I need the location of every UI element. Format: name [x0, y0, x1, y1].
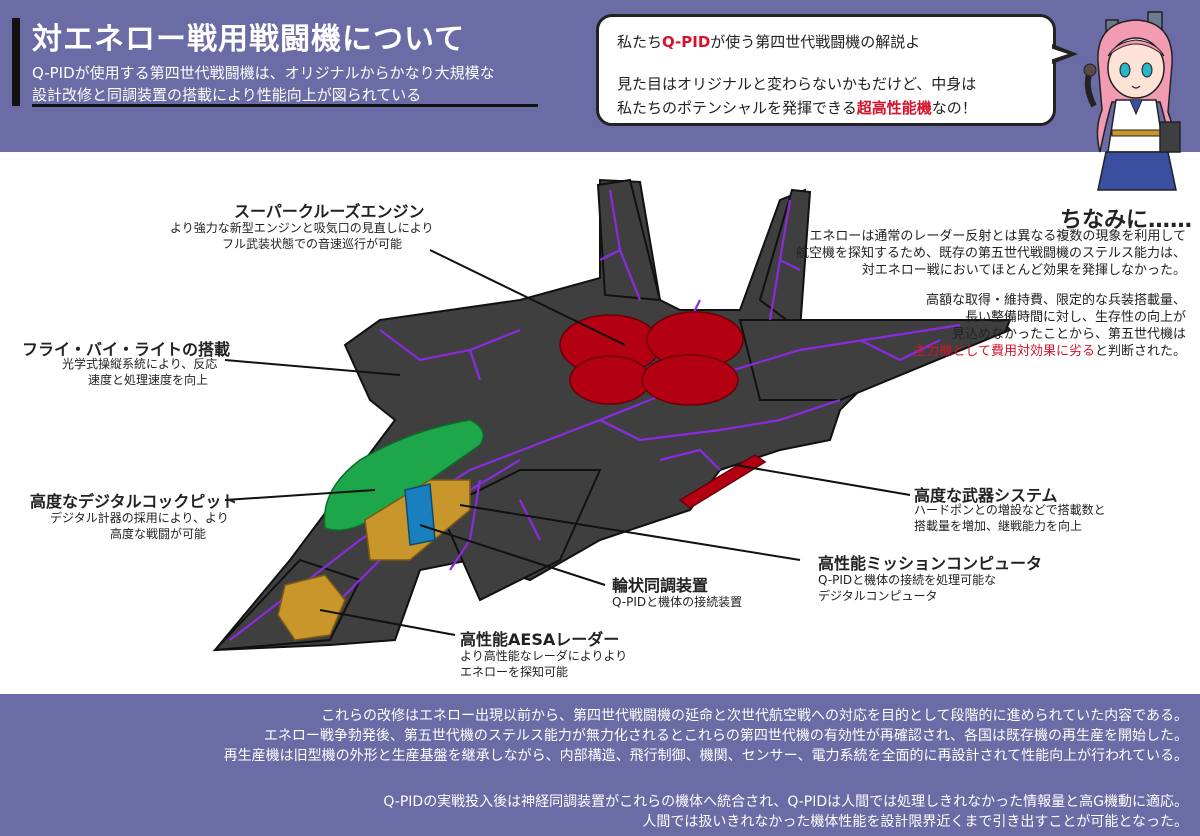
note-line: エネローは通常のレーダー反射とは異なる複数の現象を利用して — [809, 229, 1186, 244]
callout-cockpit-title: 高度なデジタルコックピット — [30, 492, 238, 511]
callout-fbw-desc-1: 光学式操縦系統により、反応 — [62, 357, 218, 371]
footer-line: 再生産機は旧型機の外形と生産基盤を継承しながら、内部構造、飛行制御、機関、センサ… — [223, 748, 1188, 764]
super-cruise-engine — [559, 311, 744, 406]
subtitle-line-2: 設計改修と同調装置の搭載により性能向上が図られている — [32, 86, 422, 104]
footer-band: これらの改修はエネロー出現以前から、第四世代戦闘機の延命と次世代航空戦への対応を… — [0, 694, 1200, 836]
callout-sync-desc-1: Q-PIDと機体の接続装置 — [612, 595, 743, 609]
callout-weapons-title: 高度な武器システム — [914, 486, 1058, 505]
callout-engine-title: スーパークルーズエンジン — [234, 202, 425, 221]
callout-engine-desc-2: フル武装状態での音速巡行が可能 — [222, 237, 403, 251]
cockpit-canopy — [323, 419, 485, 531]
note-line: 高額な取得・維持費、限定的な兵装搭載量、 — [925, 293, 1186, 308]
callout-computer-desc-2: デジタルコンピュータ — [818, 589, 938, 603]
callout-computer-title: 高性能ミッションコンピュータ — [818, 554, 1043, 573]
sync-device — [404, 483, 436, 546]
note-line: 対エネロー戦においてほとんど効果を発揮しなかった。 — [861, 263, 1186, 278]
speech-text: が使う第四世代戦闘機の解説よ — [710, 33, 921, 51]
callout-cockpit-desc-2: 高度な戦闘が可能 — [110, 527, 207, 541]
speech-highlight: 超高性能機 — [856, 99, 932, 117]
speech-line-3: 私たちのポテンシャルを発揮できる超高性能機なの！ — [617, 97, 977, 118]
note-highlight: 主力機として費用対効果に劣る — [913, 344, 1095, 359]
left-lower-wing — [438, 469, 602, 602]
footer-line: これらの改修はエネロー出現以前から、第四世代戦闘機の延命と次世代航空戦への対応を… — [320, 708, 1188, 724]
callout-computer-desc-1: Q-PIDと機体の接続を処理可能な — [818, 573, 997, 587]
callout-radar-desc-1: より高性能なレーダによりより — [460, 649, 628, 663]
note-title: ちなみに…… — [1060, 208, 1193, 233]
footer-paragraph-2: Q-PIDの実戦投入後は神経同調装置がこれらの機体へ統合され、Q-PIDは人間で… — [383, 792, 1188, 832]
speech-highlight: Q-PID — [662, 33, 711, 51]
weapon-pod — [678, 454, 767, 509]
title-block: 対エネロー戦用戦闘機について Q-PIDが使用する第四世代戦闘機は、オリジナルか… — [12, 14, 538, 107]
note-paragraph-2: 高額な取得・維持費、限定的な兵装搭載量、 長い整備時間に対し、生存性の向上が 見… — [913, 292, 1186, 360]
callout-radar-title: 高性能AESAレーダー — [460, 630, 620, 649]
speech-text: 私たちのポテンシャルを発揮できる — [617, 99, 857, 117]
title-underline — [32, 104, 538, 107]
aesa-radar — [277, 574, 346, 641]
callout-weapons-desc-2: 搭載量を増加、継戦能力を向上 — [914, 519, 1083, 533]
callout-fbw-title: フライ・バイ・ライトの搭載 — [22, 340, 231, 359]
footer-paragraph-1: これらの改修はエネロー出現以前から、第四世代戦闘機の延命と次世代航空戦への対応を… — [224, 706, 1188, 766]
footer-line: エネロー戦争勃発後、第五世代機のステルス能力が無力化されるとこれらの第四世代機の… — [263, 728, 1188, 744]
character-illustration — [1083, 11, 1181, 191]
callout-radar-desc-2: エネローを探知可能 — [460, 665, 569, 679]
callout-cockpit-desc-1: デジタル計器の採用により、より — [50, 511, 229, 525]
callout-leaders — [224, 249, 911, 636]
wiring-lines — [229, 189, 961, 641]
speech-line-2: 見た目はオリジナルと変わらないかもだけど、中身は — [617, 75, 977, 93]
footer-line: Q-PIDの実戦投入後は神経同調装置がこれらの機体へ統合され、Q-PIDは人間で… — [383, 794, 1188, 810]
footer-line: 人間では扱いきれなかった機体性能を設計限界近くまで引き出すことが可能となった。 — [642, 814, 1188, 830]
note-paragraph-1: エネローは通常のレーダー反射とは異なる複数の現象を利用して 航空機を探知するため… — [796, 228, 1186, 279]
speech-text: なの！ — [931, 99, 977, 117]
callout-weapons-desc-1: ハードポンとの増設などで搭載数と — [914, 503, 1106, 517]
note-text: と判断された。 — [1094, 344, 1186, 359]
speech-bubble: 私たちQ-PIDが使う第四世代戦闘機の解説よ 見た目はオリジナルと変わらないかも… — [596, 14, 1056, 126]
subtitle-line-1: Q-PIDが使用する第四世代戦闘機は、オリジナルからかなり大規模な — [32, 64, 495, 82]
page-title: 対エネロー戦用戦闘機について — [32, 22, 466, 57]
speech-bubble-tail-fill — [1050, 48, 1068, 60]
speech-line-1: 私たちQ-PIDが使う第四世代戦闘機の解説よ — [617, 31, 920, 52]
note-line: 航空機を探知するため、既存の第五世代戦闘機のステルス能力は、 — [795, 246, 1186, 261]
note-line: 長い整備時間に対し、生存性の向上が — [964, 310, 1186, 325]
title-accent-bar — [12, 18, 20, 106]
page-subtitle: Q-PIDが使用する第四世代戦闘機は、オリジナルからかなり大規模な 設計改修と同… — [32, 62, 532, 106]
speech-text: 私たち — [617, 33, 663, 51]
right-wing — [738, 319, 1012, 401]
callout-sync-title: 輪状同調装置 — [612, 576, 709, 595]
note-line: 見込めなかったことから、第五世代機は — [951, 327, 1186, 342]
callout-engine-desc-1: より強力な新型エンジンと吸気口の見直しにより — [170, 221, 434, 235]
note-line: 主力機として費用対効果に劣ると判断された。 — [913, 343, 1186, 360]
callout-fbw-desc-2: 速度と処理速度を向上 — [88, 373, 209, 387]
